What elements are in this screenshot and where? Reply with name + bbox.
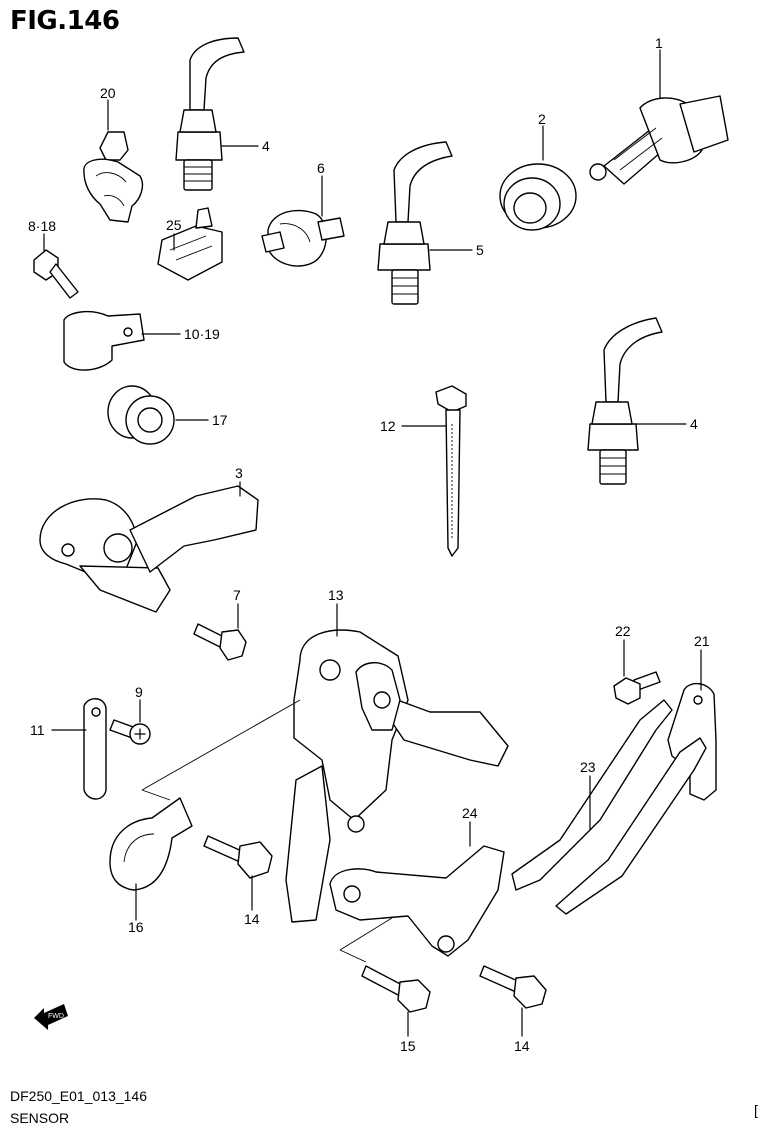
callout-14-left: 14 — [244, 911, 260, 927]
part-2-grommet — [499, 163, 577, 231]
part-7-bolt — [193, 623, 247, 661]
part-22-bolt — [613, 671, 661, 705]
part-24-plate — [329, 845, 505, 957]
part-1-sensor-connector — [589, 95, 729, 185]
callout-25: 25 — [166, 217, 182, 233]
figure-name: SENSOR — [10, 1110, 70, 1126]
part-6-knock-sensor — [261, 209, 345, 267]
part-8-18-bolt — [33, 249, 79, 299]
callout-1: 1 — [655, 35, 663, 51]
callout-14-right: 14 — [514, 1038, 530, 1054]
part-4-sensor-top — [175, 37, 245, 191]
callout-24: 24 — [462, 805, 478, 821]
callout-11: 11 — [30, 722, 45, 738]
callout-23: 23 — [580, 759, 596, 775]
part-16-clip — [109, 797, 193, 891]
callout-6: 6 — [317, 160, 325, 176]
part-23-strap — [511, 699, 707, 915]
part-5-sensor — [377, 141, 453, 305]
callout-20: 20 — [100, 85, 116, 101]
part-20-clip — [83, 131, 144, 223]
fwd-label: FWD — [48, 1013, 64, 1020]
callout-10-19: 10·19 — [184, 326, 220, 342]
callout-2: 2 — [538, 111, 546, 127]
part-13-bracket-assembly — [285, 629, 509, 923]
part-11-bracket — [83, 698, 107, 800]
part-9-screw — [109, 719, 151, 745]
callout-13: 13 — [328, 587, 344, 603]
callout-16: 16 — [128, 919, 144, 935]
part-17-grommet — [107, 385, 175, 445]
part-4-sensor-right — [587, 317, 663, 485]
callout-21: 21 — [694, 633, 710, 649]
callout-7: 7 — [233, 587, 241, 603]
callout-15: 15 — [400, 1038, 416, 1054]
figure-title: FIG.146 — [10, 6, 120, 36]
callout-5: 5 — [476, 242, 484, 258]
part-10-19-clamp — [63, 310, 145, 371]
callout-4-top: 4 — [262, 138, 270, 154]
callout-17: 17 — [212, 412, 228, 428]
callout-12: 12 — [380, 418, 396, 434]
corner-mark: [ — [754, 1102, 758, 1118]
callout-3: 3 — [235, 465, 243, 481]
part-15-bolt — [361, 965, 431, 1013]
callout-22: 22 — [615, 623, 631, 639]
part-14-bolt-left — [203, 835, 273, 879]
fwd-arrow-icon: FWD — [34, 1004, 68, 1030]
leader-lines — [43, 49, 702, 1037]
callout-9: 9 — [135, 684, 143, 700]
callout-8-18: 8·18 — [28, 218, 56, 234]
callout-4-right: 4 — [690, 416, 698, 432]
callout-labels: 1 2 3 4 4 5 6 7 8·18 9 10·19 11 12 13 14… — [28, 35, 710, 1054]
part-14-bolt-right — [479, 965, 547, 1009]
part-3-lever-sensor — [39, 485, 259, 613]
figure-code: DF250_E01_013_146 — [10, 1088, 148, 1104]
part-12-cable-tie — [435, 385, 467, 557]
